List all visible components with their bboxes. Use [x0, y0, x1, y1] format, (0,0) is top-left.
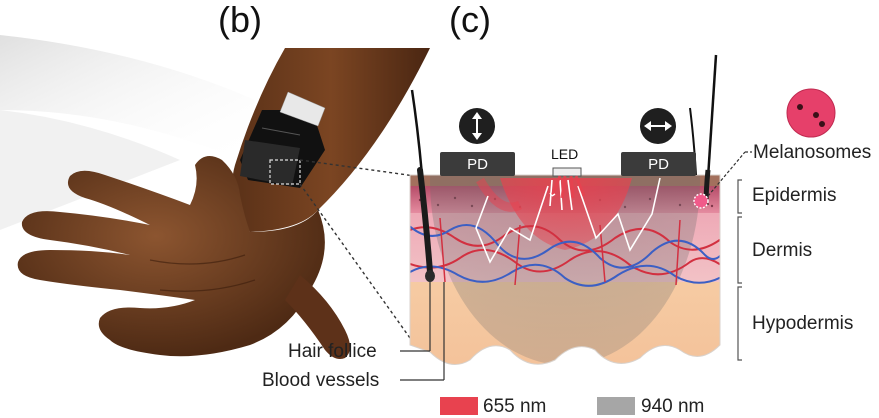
zoom-line-bottom	[299, 183, 416, 346]
layer-brackets	[737, 179, 742, 361]
epidermis-label: Epidermis	[752, 185, 837, 206]
led-emission	[550, 175, 586, 199]
up-down-arrow-icon	[459, 108, 495, 144]
zoom-line-top	[299, 159, 416, 177]
background-swoosh-lower	[0, 110, 180, 230]
pd-right-chip	[621, 152, 696, 176]
legend-label-940: 940 nm	[641, 396, 705, 417]
legend-swatch-940	[597, 397, 635, 415]
thumb	[285, 275, 350, 359]
legend-label-655: 655 nm	[483, 396, 547, 417]
led-chip	[552, 167, 582, 177]
melanosomes-label: Melanosomes	[753, 142, 872, 163]
palm	[17, 156, 325, 357]
blood-vessels-network	[410, 217, 720, 287]
skin-outline	[409, 174, 721, 365]
melanosome-marker	[693, 193, 709, 209]
wrist-illustration	[0, 35, 430, 359]
left-right-arrow-icon	[640, 108, 676, 144]
legend-swatch-655	[440, 397, 478, 415]
pd-right-label: PD	[648, 156, 669, 173]
skin-cross-section	[410, 175, 720, 365]
melanosomes-magnified	[786, 88, 836, 138]
panel-label-c: (c)	[449, 0, 491, 40]
background-swoosh	[0, 35, 255, 160]
dermis-label: Dermis	[752, 240, 813, 261]
wearable-device	[240, 91, 326, 188]
forearm	[232, 48, 430, 232]
pd-left-label: PD	[467, 156, 488, 173]
hair-left	[410, 89, 435, 282]
pd-left-chip	[440, 152, 515, 176]
led-label: LED	[551, 146, 579, 162]
zoom-box	[269, 159, 301, 185]
hypodermis-label: Hypodermis	[752, 313, 854, 334]
panel-label-b: (b)	[218, 0, 262, 40]
blood-vessels-label: Blood vessels	[262, 370, 380, 391]
hair-follicle-label: Hair follice	[288, 341, 377, 362]
